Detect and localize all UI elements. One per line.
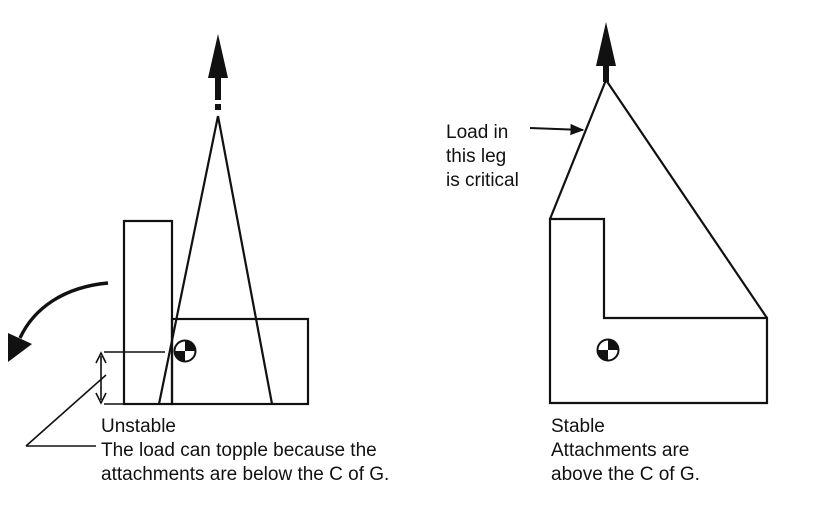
unstable-sling-legs xyxy=(157,115,274,405)
lift-arrow-icon xyxy=(208,34,228,110)
stable-load-outline xyxy=(548,217,769,405)
topple-arrow-icon xyxy=(8,281,109,362)
stable-sling-legs xyxy=(548,79,768,319)
unstable-caption-title: Unstable xyxy=(101,416,176,437)
unstable-caption-line1: The load can topple because the xyxy=(101,440,377,461)
centre-of-gravity-icon xyxy=(596,338,620,362)
stable-caption-line2: above the C of G. xyxy=(551,464,700,485)
stable-caption-line1: Attachments are xyxy=(551,440,689,461)
lift-arrow-icon xyxy=(596,22,616,82)
unstable-load-outline xyxy=(122,219,310,406)
critical-leg-note-line2: this leg xyxy=(446,146,506,167)
stable-panel: Load in this leg is critical Stable Atta… xyxy=(446,22,769,485)
unstable-panel: Unstable The load can topple because the… xyxy=(8,34,389,485)
height-dimension xyxy=(95,351,165,405)
unstable-caption-line2: attachments are below the C of G. xyxy=(101,464,389,485)
critical-leg-pointer-arrow xyxy=(529,123,585,136)
caption-leader-lines xyxy=(25,374,107,447)
centre-of-gravity-icon xyxy=(173,339,197,363)
stable-caption-title: Stable xyxy=(551,416,605,437)
critical-leg-note-line1: Load in xyxy=(446,122,508,143)
critical-leg-note-line3: is critical xyxy=(446,170,519,191)
